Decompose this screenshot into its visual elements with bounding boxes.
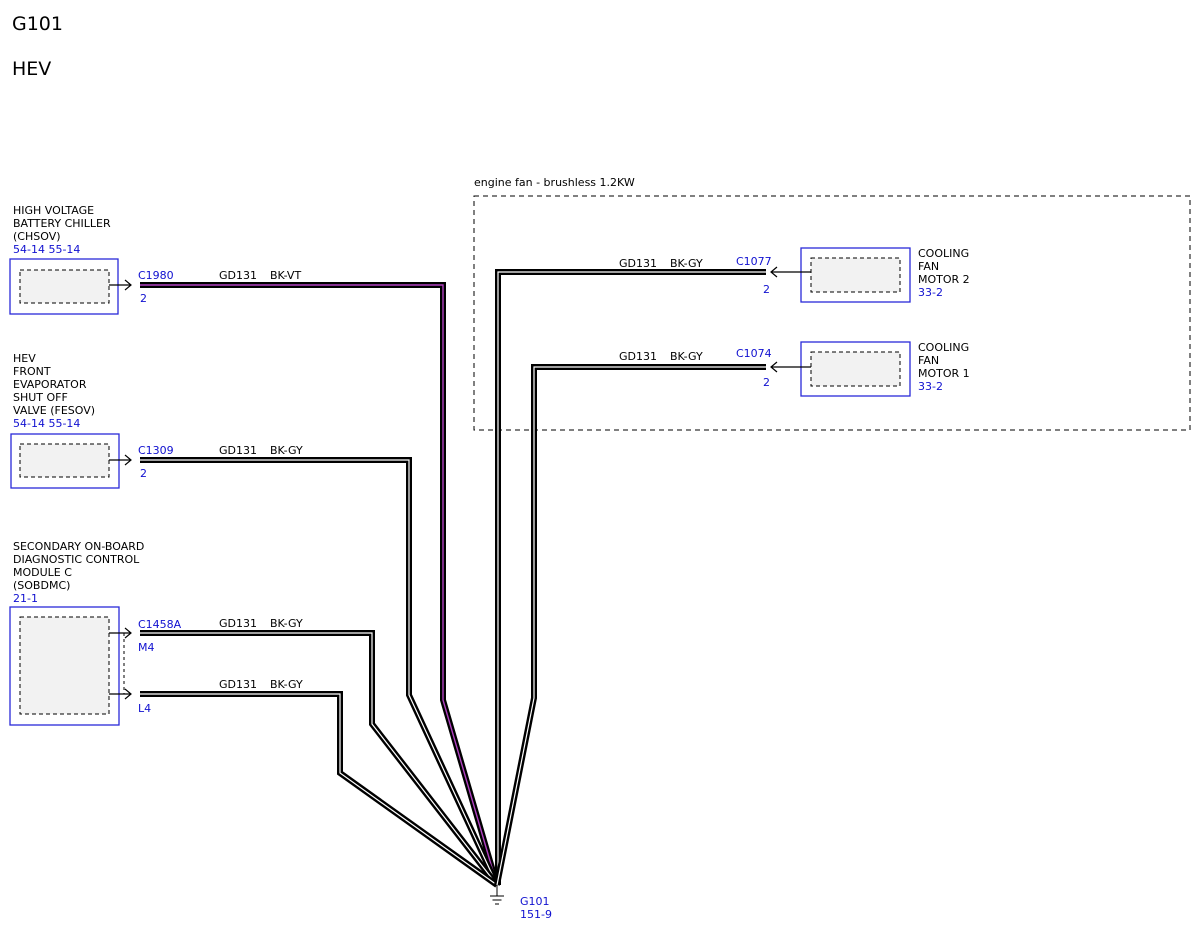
- fan-motor-1-connector: C1074: [736, 347, 772, 360]
- fan-motor-2-wire-color: BK-GY: [670, 257, 703, 270]
- ground-ref: 151-9: [520, 908, 552, 921]
- fan-motor-1-refs: 33-2: [918, 380, 943, 393]
- fan-motor-1-pin: 2: [763, 376, 770, 389]
- diagram-title: G101: [12, 13, 63, 35]
- fesov-name-line-3: EVAPORATOR: [13, 378, 87, 391]
- wire-sobdmc-l4: [140, 691, 499, 888]
- fan-motor-2-name-line-1: COOLING: [918, 247, 969, 260]
- fan-motor-1-name-line-3: MOTOR 1: [918, 367, 970, 380]
- fan-motor-1-inner: [810, 351, 901, 387]
- chsov-pin-icon: [109, 279, 132, 291]
- fesov-pin-icon: [109, 454, 132, 466]
- sobdmc-name-line-2: DIAGNOSTIC CONTROL: [13, 553, 140, 566]
- engine-fan-group-frame: [473, 195, 1191, 431]
- sobdmc-name-line-3: MODULE C: [13, 566, 72, 579]
- fesov-name-line-2: FRONT: [13, 365, 51, 378]
- ground-symbol-icon: [490, 885, 504, 905]
- sobdmc-circuit-m4: GD131: [219, 617, 257, 630]
- component-chsov[interactable]: HIGH VOLTAGE BATTERY CHILLER (CHSOV) 54-…: [9, 204, 301, 315]
- sobdmc-refs: 21-1: [13, 592, 38, 605]
- chsov-connector: C1980: [138, 269, 174, 282]
- diagram-subtitle: HEV: [12, 58, 51, 80]
- fan-motor-1-name-line-1: COOLING: [918, 341, 969, 354]
- ground-g101[interactable]: G101 151-9: [490, 885, 552, 921]
- chsov-pin: 2: [140, 292, 147, 305]
- sobdmc-inner: [19, 616, 110, 715]
- sobdmc-wire-color-l4: BK-GY: [270, 678, 303, 691]
- sobdmc-pin-m4-icon: [109, 627, 132, 639]
- sobdmc-connector: C1458A: [138, 618, 182, 631]
- engine-fan-group-label: engine fan - brushless 1.2KW: [474, 176, 635, 189]
- fan-motor-1-pin-icon: [770, 361, 811, 373]
- sobdmc-wire-color-m4: BK-GY: [270, 617, 303, 630]
- fan-motor-2-refs: 33-2: [918, 286, 943, 299]
- component-fan-motor-2[interactable]: C1077 2 GD131 BK-GY COOLING FAN MOTOR 2 …: [619, 247, 970, 303]
- fesov-name-line-5: VALVE (FESOV): [13, 404, 95, 417]
- fan-motor-2-inner: [810, 257, 901, 293]
- sobdmc-pin-l4-icon: [109, 688, 132, 700]
- wire-chsov: [140, 282, 500, 886]
- sobdmc-pin-m4: M4: [138, 641, 155, 654]
- fan-motor-1-name-line-2: FAN: [918, 354, 939, 367]
- fesov-circuit: GD131: [219, 444, 257, 457]
- fan-motor-2-connector: C1077: [736, 255, 772, 268]
- chsov-inner: [19, 269, 110, 304]
- wire-fan-motor-1: [494, 364, 766, 886]
- component-fesov[interactable]: HEV FRONT EVAPORATOR SHUT OFF VALVE (FES…: [10, 352, 303, 489]
- fan-motor-2-pin-icon: [770, 266, 811, 278]
- component-sobdmc[interactable]: SECONDARY ON-BOARD DIAGNOSTIC CONTROL MO…: [9, 540, 303, 726]
- fesov-name-line-4: SHUT OFF: [13, 391, 68, 404]
- chsov-wire-color: BK-VT: [270, 269, 301, 282]
- chsov-name-line-3: (CHSOV): [13, 230, 61, 243]
- chsov-name-line-1: HIGH VOLTAGE: [13, 204, 94, 217]
- fesov-refs: 54-14 55-14: [13, 417, 80, 430]
- wire-fan-motor-2: [495, 269, 766, 885]
- fesov-pin: 2: [140, 467, 147, 480]
- fan-motor-2-name-line-3: MOTOR 2: [918, 273, 970, 286]
- fan-motor-2-circuit: GD131: [619, 257, 657, 270]
- fesov-wire-color: BK-GY: [270, 444, 303, 457]
- sobdmc-pin-l4: L4: [138, 702, 151, 715]
- chsov-circuit: GD131: [219, 269, 257, 282]
- chsov-name-line-2: BATTERY CHILLER: [13, 217, 111, 230]
- fesov-inner: [19, 443, 110, 478]
- sobdmc-name-line-1: SECONDARY ON-BOARD: [13, 540, 144, 553]
- sobdmc-circuit-l4: GD131: [219, 678, 257, 691]
- fan-motor-2-name-line-2: FAN: [918, 260, 939, 273]
- chsov-refs: 54-14 55-14: [13, 243, 80, 256]
- fesov-connector: C1309: [138, 444, 174, 457]
- sobdmc-name-line-4: (SOBDMC): [13, 579, 70, 592]
- ground-name: G101: [520, 895, 550, 908]
- fesov-name-line-1: HEV: [13, 352, 36, 365]
- fan-motor-2-pin: 2: [763, 283, 770, 296]
- component-fan-motor-1[interactable]: C1074 2 GD131 BK-GY COOLING FAN MOTOR 1 …: [619, 341, 970, 397]
- wire-sobdmc-m4: [140, 630, 500, 887]
- fan-motor-1-wire-color: BK-GY: [670, 350, 703, 363]
- wire-fesov: [140, 457, 500, 887]
- fan-motor-1-circuit: GD131: [619, 350, 657, 363]
